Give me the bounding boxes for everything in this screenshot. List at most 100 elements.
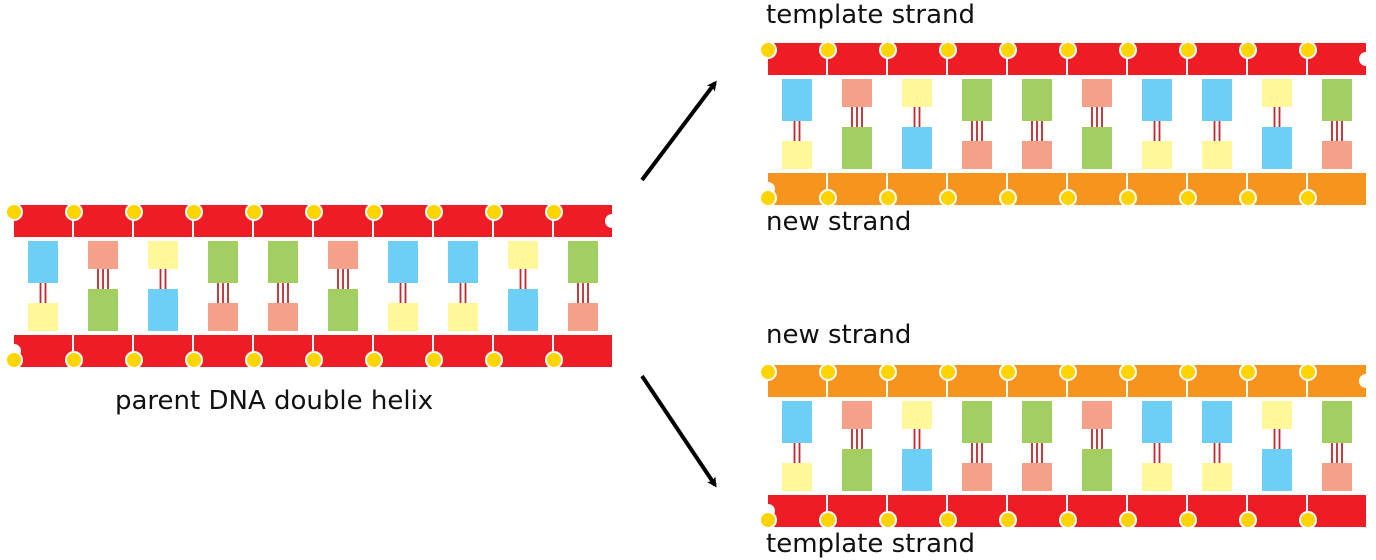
backbone-segment: [828, 495, 886, 527]
base-pair: [902, 79, 932, 169]
backbone-segment: [254, 205, 312, 237]
phosphate-dot: [245, 203, 263, 221]
phosphate-dot: [125, 203, 143, 221]
base-pair: [1082, 401, 1112, 491]
phosphate-dot: [819, 41, 837, 59]
base-salmon: [568, 303, 598, 331]
backbone-segment: [768, 365, 826, 397]
backbone-segment: [1068, 173, 1126, 205]
base-yellow: [1142, 463, 1172, 491]
base-blue: [782, 79, 812, 121]
template-strand-backbone: [759, 495, 1366, 529]
backbone-segment: [1188, 43, 1246, 75]
base-pair: [268, 241, 298, 331]
base-salmon: [842, 401, 872, 429]
phosphate-dot: [425, 203, 443, 221]
phosphate-dot: [819, 511, 837, 529]
backbone-segment: [948, 173, 1006, 205]
parent-helix: [5, 203, 619, 369]
base-green: [962, 79, 992, 121]
backbone-segment: [1128, 495, 1186, 527]
base-green: [208, 241, 238, 283]
backbone-segment: [374, 335, 432, 367]
backbone-segment: [768, 43, 826, 75]
phosphate-dot: [545, 203, 563, 221]
base-pair: [902, 401, 932, 491]
backbone-segment: [948, 43, 1006, 75]
phosphate-dot: [1179, 511, 1197, 529]
base-yellow: [1262, 401, 1292, 429]
backbone-segment: [888, 43, 946, 75]
backbone-segment: [494, 205, 552, 237]
backbone-segment: [828, 365, 886, 397]
base-green: [1022, 401, 1052, 443]
base-salmon: [962, 463, 992, 491]
strand-end-notch: [1359, 52, 1373, 66]
backbone-segment: [1308, 173, 1366, 205]
base-pair: [1022, 401, 1052, 491]
phosphate-dot: [939, 41, 957, 59]
backbone-segment: [374, 205, 432, 237]
base-pair: [782, 79, 812, 169]
base-blue: [782, 401, 812, 443]
backbone-segment: [888, 495, 946, 527]
phosphate-dot: [1179, 363, 1197, 381]
phosphate-dot: [1059, 41, 1077, 59]
base-salmon: [1022, 141, 1052, 169]
backbone-segment: [1248, 365, 1306, 397]
base-pair: [508, 241, 538, 331]
phosphate-dot: [1179, 41, 1197, 59]
phosphate-dot: [1179, 189, 1197, 207]
base-pair: [1262, 401, 1292, 491]
backbone-segment: [14, 335, 72, 367]
phosphate-dot: [1239, 363, 1257, 381]
phosphate-dot: [999, 189, 1017, 207]
phosphate-dot: [1239, 511, 1257, 529]
backbone-segment: [194, 335, 252, 367]
base-green: [842, 449, 872, 491]
base-pair: [28, 241, 58, 331]
backbone-segment: [1248, 173, 1306, 205]
backbone-segment: [14, 205, 72, 237]
base-blue: [902, 127, 932, 169]
backbone-segment: [888, 173, 946, 205]
phosphate-dot: [1119, 41, 1137, 59]
base-pair: [1262, 79, 1292, 169]
base-salmon: [1082, 401, 1112, 429]
base-blue: [1202, 401, 1232, 443]
phosphate-dot: [485, 351, 503, 369]
base-pair: [1022, 79, 1052, 169]
base-yellow: [902, 401, 932, 429]
phosphate-dot: [759, 41, 777, 59]
base-yellow: [1262, 79, 1292, 107]
base-pair: [208, 241, 238, 331]
base-pair: [388, 241, 418, 331]
backbone-segment: [888, 365, 946, 397]
backbone-segment: [494, 335, 552, 367]
phosphate-dot: [879, 363, 897, 381]
phosphate-dot: [999, 363, 1017, 381]
phosphate-dot: [245, 351, 263, 369]
base-blue: [902, 449, 932, 491]
phosphate-dot: [1059, 511, 1077, 529]
base-green: [842, 127, 872, 169]
backbone-segment: [1008, 365, 1066, 397]
base-green: [1082, 127, 1112, 169]
backbone-segment: [1188, 365, 1246, 397]
base-pair: [448, 241, 478, 331]
bottom-template-strand-label: template strand: [766, 529, 975, 559]
daughter-helix-top: [759, 41, 1373, 207]
parent-helix-label: parent DNA double helix: [115, 386, 434, 416]
phosphate-dot: [1239, 41, 1257, 59]
bottom-new-strand-label: new strand: [766, 320, 912, 350]
phosphate-dot: [305, 203, 323, 221]
backbone-segment: [74, 205, 132, 237]
template-strand-backbone: [5, 203, 619, 237]
phosphate-dot: [305, 351, 323, 369]
backbone-segment: [314, 335, 372, 367]
backbone-segment: [434, 335, 492, 367]
base-pair: [962, 79, 992, 169]
base-pair: [1322, 79, 1352, 169]
backbone-segment: [554, 335, 612, 367]
